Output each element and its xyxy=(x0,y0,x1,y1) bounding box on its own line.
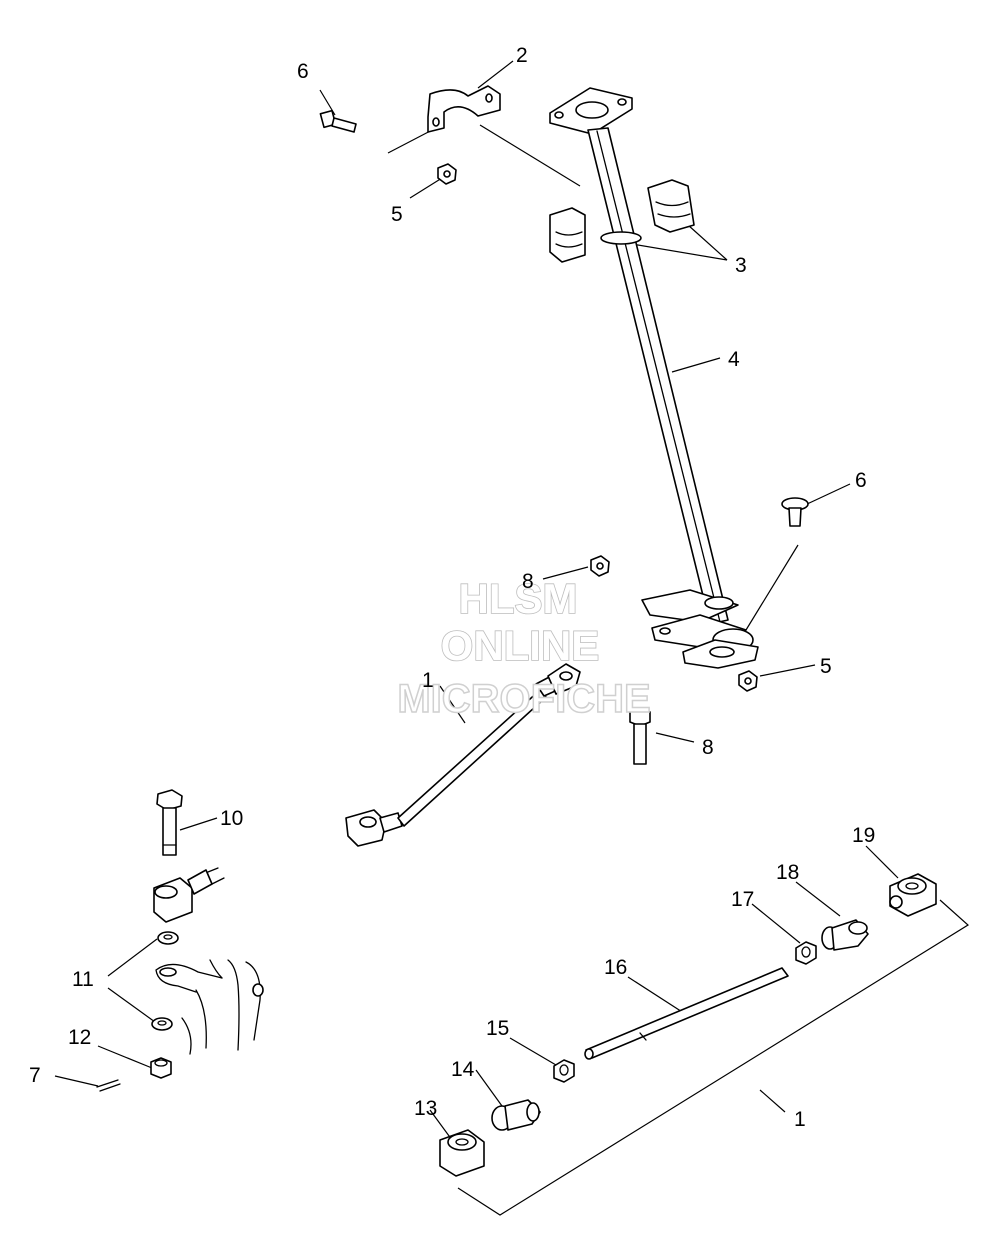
nut-part xyxy=(150,1057,172,1079)
cotter-pin-part xyxy=(96,1079,121,1092)
tie-rod-assembly-part xyxy=(345,663,581,847)
callout-12: 12 xyxy=(68,1026,91,1049)
callout-labels: 2 6 5 3 4 6 8 5 1 8 10 19 18 17 16 11 12… xyxy=(29,44,875,1131)
callout-15: 15 xyxy=(486,1017,509,1040)
ball-joint-part xyxy=(821,919,869,951)
callout-19: 19 xyxy=(852,824,875,847)
rivet-part xyxy=(781,497,809,527)
bolt-part xyxy=(319,109,357,133)
callout-8: 8 xyxy=(522,570,534,593)
watermark-line-2: ONLINE xyxy=(441,622,600,669)
tie-rod-part xyxy=(584,967,789,1060)
callout-6: 6 xyxy=(297,60,309,83)
callout-17: 17 xyxy=(731,888,754,911)
callout-6: 6 xyxy=(855,469,867,492)
tie-rod-end-part xyxy=(439,1129,485,1177)
callout-13: 13 xyxy=(414,1097,437,1120)
clamp-part xyxy=(427,85,501,133)
bolt-part xyxy=(156,789,183,856)
leader-lines xyxy=(54,60,969,1216)
watermark-line-3: MICROFICHE xyxy=(397,677,650,721)
washer-part xyxy=(151,931,179,1031)
callout-3: 3 xyxy=(735,254,747,277)
callout-5: 5 xyxy=(391,203,403,226)
nut-part xyxy=(437,163,758,692)
callout-16: 16 xyxy=(604,956,627,979)
callout-10: 10 xyxy=(220,807,243,830)
callout-18: 18 xyxy=(776,861,799,884)
nut-part xyxy=(795,941,817,965)
tie-rod-end-part xyxy=(889,873,937,917)
bolt-part xyxy=(629,707,651,765)
ball-joint-part xyxy=(491,1099,541,1131)
watermark: MICROFICHE ONLINE HLSM xyxy=(397,574,652,722)
pitman-arm-part xyxy=(155,959,264,1055)
watermark-line-1: HLSM xyxy=(459,575,578,622)
callout-14: 14 xyxy=(451,1058,475,1081)
bushing-part xyxy=(549,179,695,263)
lower-bracket-part xyxy=(641,589,759,669)
callout-7: 7 xyxy=(29,1064,41,1087)
tie-rod-end-part xyxy=(153,867,225,923)
callout-1: 1 xyxy=(794,1108,806,1131)
callout-1: 1 xyxy=(422,669,434,692)
nut-part xyxy=(553,1059,575,1083)
callout-4: 4 xyxy=(728,348,740,371)
callout-8: 8 xyxy=(702,736,714,759)
callout-5: 5 xyxy=(820,655,832,678)
callout-11: 11 xyxy=(72,968,94,991)
callout-2: 2 xyxy=(516,44,528,67)
steering-column-part xyxy=(549,87,729,625)
